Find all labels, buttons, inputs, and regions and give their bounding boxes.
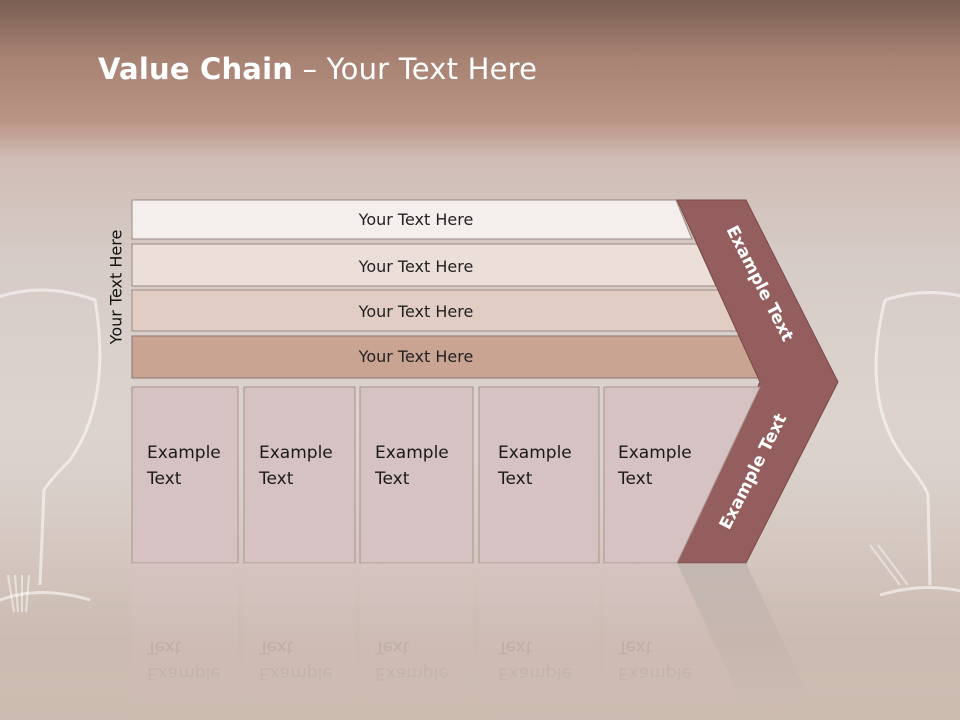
- box-3-line1: Example: [498, 443, 572, 463]
- bar-1-label: Your Text Here: [358, 257, 474, 276]
- reflection-box-1-line1: Example: [259, 663, 333, 683]
- box-2: Example Text: [359, 386, 474, 564]
- reflection-box-0-line1: Example: [147, 663, 221, 683]
- box-1: Example Text: [243, 386, 356, 564]
- box-0-line1: Example: [147, 443, 221, 463]
- reflection-box-3-line1: Example: [498, 663, 572, 683]
- diagram-reflection: Example Text Example Text Example Text E…: [132, 563, 812, 715]
- title-rest: – Your Text Here: [293, 52, 538, 86]
- reflection-box-1-line2: Text: [258, 637, 294, 657]
- bar-1: Your Text Here: [131, 243, 717, 287]
- reflection-chevron: [677, 563, 812, 703]
- box-2-line1: Example: [375, 443, 449, 463]
- reflection-box-4-line2: Text: [617, 637, 653, 657]
- reflection-box-2: [360, 563, 473, 703]
- box-4: Example Text: [603, 386, 761, 564]
- box-3: Example Text: [478, 386, 600, 564]
- reflection-box-2-line1: Example: [375, 663, 449, 683]
- reflection-box-3: [479, 563, 599, 703]
- reflection-box-1: [244, 563, 355, 703]
- right-cutlery-icon: [869, 544, 909, 586]
- box-4-line2: Text: [617, 469, 653, 489]
- bar-0-shape: [131, 199, 693, 240]
- box-0: Example Text: [131, 386, 239, 564]
- box-3-line2: Text: [497, 469, 533, 489]
- box-2-shape: [359, 386, 474, 564]
- right-wine-glass-icon: [874, 291, 960, 597]
- box-0-line2: Text: [146, 469, 182, 489]
- bar-2-label: Your Text Here: [358, 302, 474, 321]
- box-3-shape: [478, 386, 600, 564]
- bar-3-label: Your Text Here: [358, 347, 474, 366]
- left-wine-glass-icon: [0, 288, 102, 602]
- reflection-box-2-line2: Text: [374, 637, 410, 657]
- bar-3: Your Text Here: [131, 335, 764, 379]
- box-1-shape: [243, 386, 356, 564]
- bar-2: Your Text Here: [131, 289, 740, 332]
- slide-title: Value Chain – Your Text Here: [98, 52, 537, 86]
- box-4-line1: Example: [618, 443, 692, 463]
- box-0-shape: [131, 386, 239, 564]
- box-1-line2: Text: [258, 469, 294, 489]
- bar-0: Your Text Here: [131, 199, 693, 240]
- left-fork-icon: [7, 574, 30, 613]
- reflection-box-4: [604, 563, 740, 703]
- reflection-box-3-line2: Text: [497, 637, 533, 657]
- bar-0-label: Your Text Here: [358, 210, 474, 229]
- reflection-box-0-line2: Text: [146, 637, 182, 657]
- reflection-box-0: [132, 563, 238, 703]
- box-1-line1: Example: [259, 443, 333, 463]
- title-bold: Value Chain: [98, 52, 294, 86]
- box-2-line2: Text: [374, 469, 410, 489]
- reflection-box-4-line1: Example: [618, 663, 692, 683]
